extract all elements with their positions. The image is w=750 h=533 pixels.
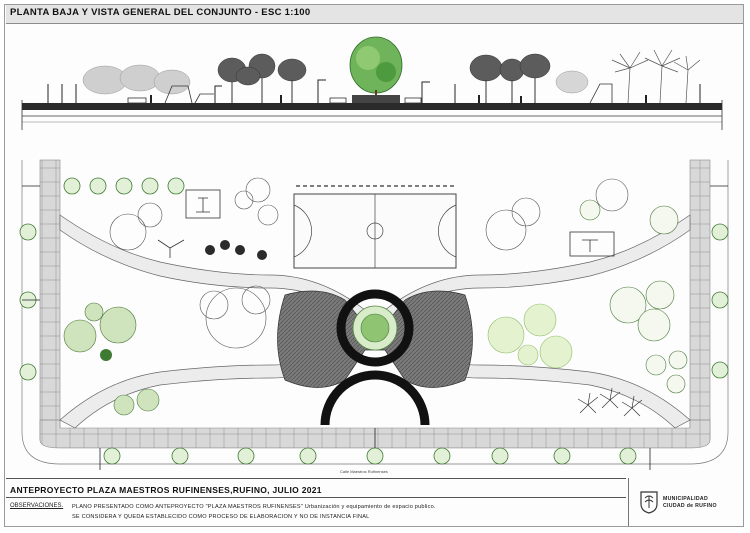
left-outline-trees xyxy=(109,177,279,349)
elevation-central-tree xyxy=(349,36,403,103)
elevation-playground xyxy=(127,83,613,104)
elevation-palms xyxy=(611,49,701,104)
right-light-trees xyxy=(487,303,573,369)
elevation-trunks-left xyxy=(231,78,293,103)
right-sidewalk xyxy=(689,159,711,441)
left-green-trees xyxy=(63,302,160,416)
left-playground xyxy=(157,189,221,258)
elevation-people xyxy=(150,95,647,103)
right-green-trees xyxy=(579,199,688,394)
municipality-name: MUNICIPALIDAD xyxy=(663,496,709,502)
elevation-view xyxy=(21,36,723,130)
elevation-trees-left-dark xyxy=(217,53,307,86)
elevation-trees-right-dark xyxy=(469,53,551,82)
right-outline-trees xyxy=(485,178,629,251)
municipality-logo-block: MUNICIPALIDAD CIUDAD de RUFINO xyxy=(628,478,744,526)
observations-line-1: PLANO PRESENTADO COMO ANTEPROYECTO "PLAZ… xyxy=(72,504,436,510)
central-ring-bottom xyxy=(320,370,430,426)
footer-divider-middle xyxy=(6,497,626,498)
city-name: CIUDAD de RUFINO xyxy=(663,503,717,509)
elevation-ground-line xyxy=(22,103,722,110)
project-title: ANTEPROYECTO PLAZA MAESTROS RUFINENSES,R… xyxy=(10,485,322,495)
observations-line-2: SE CONSIDERA Y QUEDA ESTABLECIDO COMO PR… xyxy=(72,514,370,520)
sports-court xyxy=(293,185,457,269)
left-sidewalk xyxy=(39,159,61,441)
entry-arrows xyxy=(22,185,728,470)
footer-divider-top xyxy=(6,478,626,479)
left-dark-shrubs xyxy=(100,240,267,361)
title-bar xyxy=(6,5,743,24)
right-playground xyxy=(569,231,615,257)
elevation-lamps xyxy=(47,79,701,103)
perimeter-trees xyxy=(19,177,729,465)
sheet-title: PLANTA BAJA Y VISTA GENERAL DEL CONJUNTO… xyxy=(10,7,311,18)
observations-label: OBSERVACIONES. xyxy=(10,503,64,509)
bottom-street-label: Calle Maestros Rufinenses xyxy=(340,469,388,474)
elevation-trees-left-grey xyxy=(82,64,191,95)
elevation-trunks-right xyxy=(485,78,536,103)
right-palm-symbols xyxy=(577,387,643,417)
plan-view xyxy=(19,159,729,470)
elevation-trees-right-grey xyxy=(555,70,589,94)
municipal-shield-icon xyxy=(640,491,658,514)
central-ring-top xyxy=(336,289,414,367)
